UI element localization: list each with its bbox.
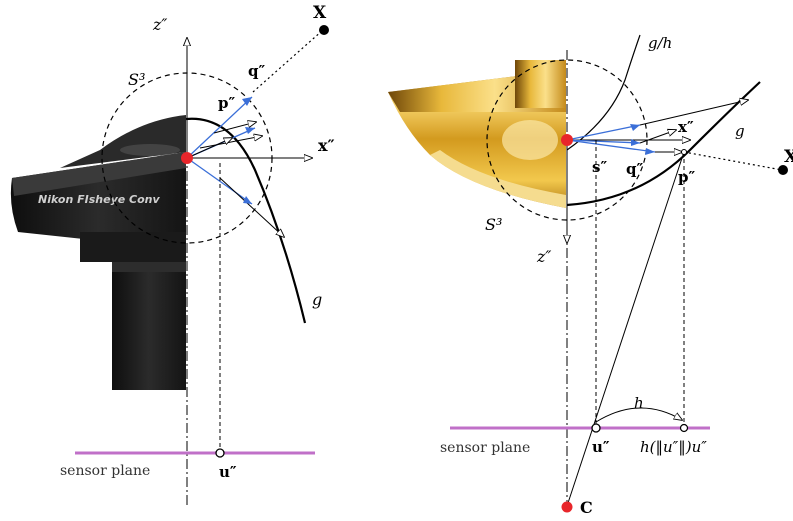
label-sensor-plane-right: sensor plane xyxy=(440,440,530,456)
point-u-left xyxy=(215,448,225,458)
mapping-arc-h xyxy=(595,407,682,423)
label-p-right: p″ xyxy=(678,168,695,186)
label-q-left: q″ xyxy=(248,62,265,80)
center-point-right xyxy=(561,134,573,146)
label-C: C xyxy=(580,498,593,517)
fisheye-lens-photo xyxy=(10,115,186,390)
point-p-right xyxy=(681,149,687,155)
lens-brand-text: Nikon FIsheye Conv xyxy=(38,193,160,206)
label-u-right: u″ xyxy=(592,438,610,456)
rays-right xyxy=(566,124,656,153)
label-h: h xyxy=(634,394,644,412)
label-sphere-left: S³ xyxy=(128,70,145,89)
label-u-left: u″ xyxy=(219,463,237,481)
point-X-right xyxy=(778,165,788,175)
label-g-left: g xyxy=(312,290,322,309)
curve-g-left xyxy=(185,117,307,324)
curve-gh xyxy=(566,34,641,151)
center-point-left xyxy=(181,152,193,164)
label-gh: g/h xyxy=(648,34,672,52)
mapped-point xyxy=(679,423,689,433)
label-p-left: p″ xyxy=(218,94,235,112)
mirror-photo xyxy=(388,60,566,208)
point-C xyxy=(561,501,573,513)
label-sphere-right: S³ xyxy=(485,215,502,234)
label-sensor-plane-left: sensor plane xyxy=(60,463,150,479)
right-panel: g/h x″ g X s″ q″ p″ S³ z″ h sensor plane… xyxy=(388,34,793,517)
label-z-left: z″ xyxy=(152,15,167,34)
label-q-right: q″ xyxy=(626,160,643,178)
point-X-left xyxy=(319,25,329,35)
label-z-right: z″ xyxy=(536,247,551,266)
point-u-right xyxy=(591,423,601,433)
label-s: s″ xyxy=(592,158,607,176)
label-x-right: x″ xyxy=(678,118,694,136)
label-X-right: X xyxy=(784,147,793,167)
label-mapped-point: h(‖u″‖)u″ xyxy=(640,438,707,456)
label-X-left: X xyxy=(313,3,327,23)
label-g-right: g xyxy=(735,122,745,140)
left-panel: Nikon FIsheye Conv xyxy=(10,3,335,505)
label-x-left: x″ xyxy=(318,136,335,155)
